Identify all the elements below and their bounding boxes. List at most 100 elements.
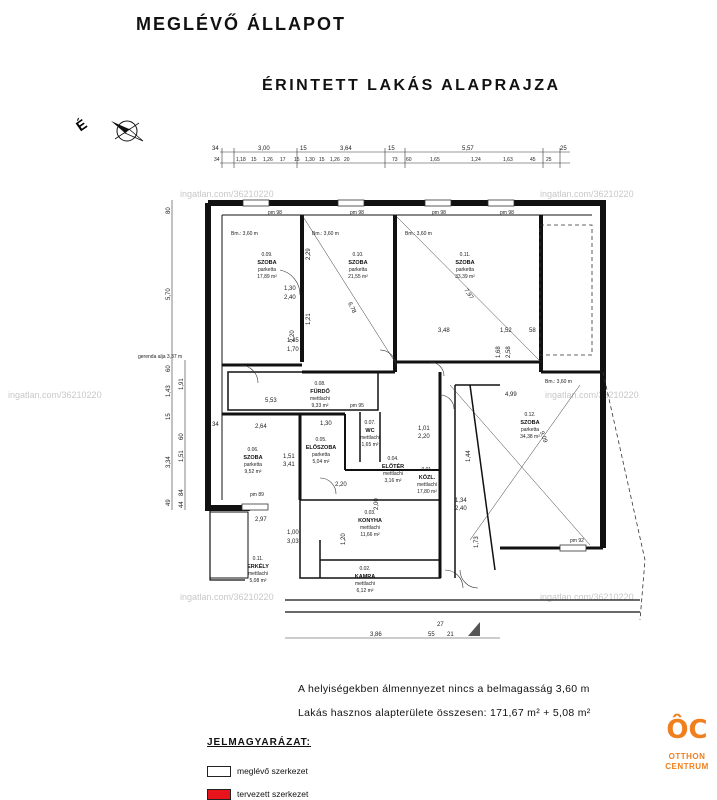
window-label: pm 98 bbox=[500, 210, 514, 216]
room-name: SZOBA bbox=[243, 455, 262, 461]
room-label: 0.02. KAMRA mettlachi 6,12 m² bbox=[355, 566, 375, 594]
room-label: 0.10. SZOBA parketta 21,55 m² bbox=[348, 252, 368, 280]
dim-label: 5,57 bbox=[462, 146, 474, 152]
room-id: 0.02. bbox=[359, 566, 370, 572]
room-area: 17,89 m² bbox=[257, 274, 277, 280]
logo-word-1: OTTHON bbox=[668, 752, 706, 761]
dashed-outline bbox=[539, 224, 646, 621]
dim-label: 49 bbox=[166, 499, 172, 506]
room-name: SZOBA bbox=[455, 260, 474, 266]
dim-label: 58 bbox=[529, 328, 536, 334]
room-floor: parketta bbox=[349, 267, 367, 273]
watermark-text: ingatlan.com/36210220 bbox=[545, 390, 639, 400]
room-floor: mettlachi bbox=[360, 435, 380, 441]
dim-label: 21 bbox=[447, 632, 454, 638]
room-label: 0.04. ELŐTÉR mettlachi 3,16 m² bbox=[382, 456, 404, 484]
dim-label: 1,20 bbox=[341, 533, 347, 545]
dim-label: 60 bbox=[179, 433, 185, 440]
room-floor: parketta bbox=[244, 462, 262, 468]
dim-label: 2,29 bbox=[306, 248, 312, 260]
dim-label: 5,70 bbox=[166, 288, 172, 300]
room-name: FÜRDŐ bbox=[310, 388, 330, 395]
room-name: ELŐTÉR bbox=[382, 462, 404, 470]
room-area: 5,04 m² bbox=[313, 459, 330, 465]
room-id: 0.07. bbox=[364, 420, 375, 426]
room-floor: parketta bbox=[521, 427, 539, 433]
dim-label: 1,01 bbox=[418, 426, 430, 432]
dim-label: 1,18 bbox=[236, 157, 246, 163]
dim-label: 15 bbox=[166, 413, 172, 420]
left-dimensions: 80 5,70 60 1,43 1,91 15 34 3,34 1,51 60 … bbox=[138, 207, 219, 508]
room-name: KONYHA bbox=[358, 518, 382, 524]
dim-label: 1,73 bbox=[474, 536, 480, 548]
room-id: 0.11. bbox=[460, 252, 471, 258]
room-id: 0.05. bbox=[315, 437, 326, 443]
plan-title: ÉRINTETT LAKÁS ALAPRAJZA bbox=[262, 77, 561, 94]
ceiling-note: A helyiségekben álmennyezet nincs a belm… bbox=[298, 683, 590, 695]
legend-label-existing: meglévő szerkezet bbox=[237, 766, 308, 776]
ceiling-height-labels: Bm.: 3,60 m Bm.: 3,60 m Bm.: 3,60 m Bm.:… bbox=[231, 231, 572, 385]
dim-label: 1,43 bbox=[166, 385, 172, 397]
dim-label: 1,45 bbox=[287, 338, 299, 344]
dim-label: 2,64 bbox=[255, 424, 267, 430]
dim-label: 17 bbox=[280, 157, 286, 163]
window-label: pm 89 bbox=[250, 492, 264, 498]
watermark-text: ingatlan.com/36210220 bbox=[180, 189, 274, 199]
dim-label: 5,53 bbox=[265, 398, 277, 404]
dim-label: 80 bbox=[166, 207, 172, 214]
dim-label: 1,51 bbox=[179, 450, 185, 462]
dim-label: 25 bbox=[546, 157, 552, 163]
room-area: 9,33 m² bbox=[312, 403, 329, 409]
ceiling-height-label: Bm.: 3,60 m bbox=[405, 231, 432, 237]
legend-swatch-existing bbox=[207, 766, 231, 777]
room-id: 0.11. bbox=[253, 556, 264, 562]
room-label: 0.06. SZOBA parketta 9,52 m² bbox=[243, 447, 262, 475]
window-label: pm 95 bbox=[350, 403, 364, 409]
dim-label: 3,86 bbox=[370, 632, 382, 638]
dim-label: 84 bbox=[179, 489, 185, 496]
dim-label: 7,97 bbox=[462, 288, 474, 302]
dim-label: 2,20 bbox=[418, 434, 430, 440]
area-note: Lakás hasznos alapterülete összesen: 171… bbox=[298, 707, 591, 719]
logo-word-2: CENTRUM bbox=[665, 762, 709, 771]
ceiling-height-label: Bm.: 3,60 m bbox=[545, 379, 572, 385]
dim-label: 1,44 bbox=[466, 450, 472, 462]
room-name: ELŐSZOBA bbox=[306, 444, 337, 451]
room-label: 0.11. ERKÉLY mettlachi 5,08 m² bbox=[247, 556, 269, 584]
ceiling-height-label: Bm.: 3,60 m bbox=[312, 231, 339, 237]
interior-dimensions: 5,53 2,64 1,30 1,51 3,41 2,97 1,00 3,03 … bbox=[255, 248, 548, 548]
dim-label: 1,30 bbox=[320, 421, 332, 427]
dim-label: 15 bbox=[319, 157, 325, 163]
room-label: 0.03. KONYHA mettlachi 11,66 m² bbox=[358, 510, 382, 538]
watermark-text: ingatlan.com/36210220 bbox=[540, 189, 634, 199]
top-dimensions-row2: 34 1,18 15 1,26 17 15 1,30 15 1,26 20 73… bbox=[214, 157, 552, 163]
dim-label: 15 bbox=[300, 146, 307, 152]
window-label: pm 98 bbox=[432, 210, 446, 216]
diagonal-lines bbox=[301, 214, 591, 546]
room-floor: mettlachi bbox=[360, 525, 380, 531]
room-id: 0.09. bbox=[261, 252, 272, 258]
dim-label: 2,20 bbox=[335, 482, 347, 488]
top-dimensions-row1: 34 3,00 15 3,64 15 5,57 25 bbox=[212, 146, 567, 152]
dim-label: 60 bbox=[166, 365, 172, 372]
room-id: 0.12. bbox=[524, 412, 535, 418]
status-title: MEGLÉVŐ ÁLLAPOT bbox=[136, 14, 346, 34]
room-name: KÖZL. bbox=[419, 474, 436, 481]
room-id: 0.03. bbox=[364, 510, 375, 516]
dim-label: 4,99 bbox=[505, 392, 517, 398]
dim-label: 2,40 bbox=[455, 506, 467, 512]
dim-label: 34 bbox=[214, 157, 220, 163]
room-label: 0.12. SZOBA parketta 34,38 m² bbox=[520, 412, 540, 440]
dim-label: 60 bbox=[406, 157, 412, 163]
dim-label: 27 bbox=[437, 622, 444, 628]
room-floor: mettlachi bbox=[355, 581, 375, 587]
room-floor: parketta bbox=[456, 267, 474, 273]
room-area: 9,52 m² bbox=[245, 469, 262, 475]
room-floor: parketta bbox=[258, 267, 276, 273]
watermark-text: ingatlan.com/36210220 bbox=[180, 592, 274, 602]
room-area: 1,65 m² bbox=[362, 442, 379, 448]
dim-label: 1,30 bbox=[284, 286, 296, 292]
room-floor: mettlachi bbox=[383, 471, 403, 477]
dim-label: 3,64 bbox=[340, 146, 352, 152]
room-area: 3,16 m² bbox=[385, 478, 402, 484]
